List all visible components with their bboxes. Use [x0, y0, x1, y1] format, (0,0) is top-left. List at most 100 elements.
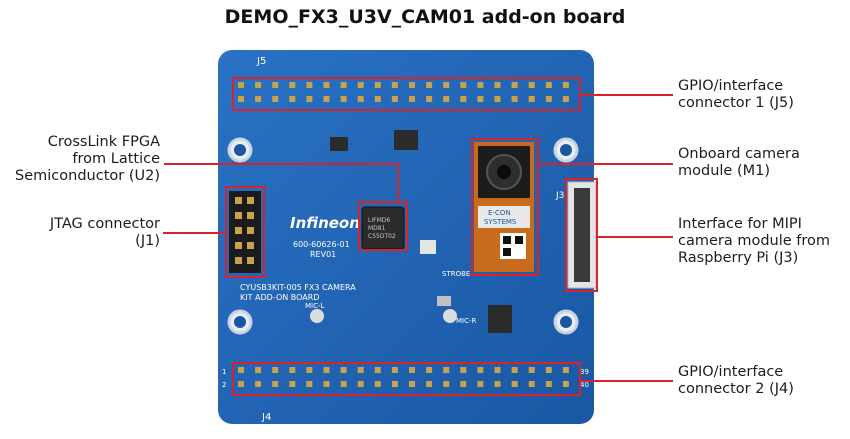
- header-pin: [409, 367, 415, 373]
- header-pin: [545, 367, 552, 373]
- header-pin: [391, 381, 398, 387]
- header-pin: [443, 367, 450, 373]
- callout-mipi-line-2: camera module from: [678, 233, 831, 249]
- callout-j4-line-1: GPIO/interface: [678, 364, 784, 380]
- header-pin: [357, 96, 364, 102]
- mic-l-label: MIC-L: [305, 302, 325, 310]
- j4-header-pins: [238, 367, 569, 387]
- callout-mipi-line-1: Interface for MIPI: [678, 216, 802, 232]
- header-pin: [511, 82, 518, 88]
- header-pin: [306, 96, 313, 102]
- fpga-leader-h: [164, 163, 398, 165]
- pin-1-label: 1: [222, 368, 226, 376]
- pin-40-label: 40: [580, 381, 589, 389]
- mic-r-label: MIC-R: [456, 317, 477, 325]
- camera-label: [478, 206, 530, 228]
- header-pin: [426, 381, 433, 387]
- strobe-label: STROBE: [442, 270, 470, 278]
- pin-39-label: 39: [580, 368, 589, 376]
- callout-fpga-line-3: Semiconductor (U2): [15, 168, 160, 184]
- header-pin: [511, 96, 518, 102]
- callout-jtag-line-1: JTAG connector: [49, 216, 160, 232]
- header-pin: [323, 367, 330, 373]
- header-pin: [477, 367, 484, 373]
- header-pin: [391, 96, 398, 102]
- header-pin: [494, 381, 501, 387]
- header-pin: [323, 381, 330, 387]
- header-pin: [409, 82, 415, 88]
- j4-highlight: [232, 362, 581, 396]
- header-pin: [306, 82, 313, 88]
- header-pin: [528, 82, 535, 88]
- callout-jtag-line-2: (J1): [135, 233, 160, 249]
- header-pin: [306, 367, 313, 373]
- header-pin: [443, 96, 450, 102]
- jtag-highlight: [225, 186, 265, 278]
- header-pin: [374, 96, 381, 102]
- header-pin: [391, 367, 398, 373]
- header-pin: [374, 82, 381, 88]
- header-pin: [255, 96, 262, 102]
- callout-jtag: JTAG connector (J1): [50, 216, 160, 250]
- header-pin: [272, 381, 279, 387]
- jtag-pin: [235, 227, 242, 234]
- silkscreen-line-2: KIT ADD-ON BOARD: [240, 293, 319, 302]
- mic-r: [443, 309, 457, 323]
- silkscreen-line-1: CYUSB3KIT-005 FX3 CAMERA: [240, 283, 356, 292]
- camera-label-text-1: E-CON: [488, 209, 511, 217]
- header-pin: [545, 381, 552, 387]
- header-pin: [289, 367, 296, 373]
- jtag-leader: [163, 232, 225, 234]
- header-pin: [255, 82, 262, 88]
- callout-j5-line-2: connector 1 (J5): [678, 95, 794, 111]
- callout-fpga-line-1: CrossLink FPGA: [47, 134, 160, 150]
- header-pin: [426, 367, 433, 373]
- jtag-pin: [247, 242, 254, 249]
- header-pin: [460, 82, 467, 88]
- page-title: DEMO_FX3_U3V_CAM01 add-on board: [224, 6, 626, 28]
- header-pin: [357, 381, 364, 387]
- jtag-pin: [235, 242, 242, 249]
- callout-j5: GPIO/interface connector 1 (J5): [678, 78, 794, 112]
- header-pin: [323, 96, 330, 102]
- header-pin: [357, 367, 364, 373]
- mipi-highlight: [565, 178, 598, 292]
- mipi-leader: [598, 236, 673, 238]
- j4-label: J4: [261, 412, 271, 423]
- j5-leader: [581, 94, 673, 96]
- header-pin: [494, 82, 501, 88]
- header-pin: [409, 381, 415, 387]
- header-pin: [340, 381, 347, 387]
- jtag-pin: [247, 227, 254, 234]
- header-pin: [494, 367, 501, 373]
- callout-j4-line-2: connector 2 (J4): [678, 381, 794, 397]
- j3-label: J3: [555, 191, 564, 201]
- jtag-pin: [235, 257, 242, 264]
- j5-label: J5: [256, 56, 266, 67]
- callout-camera-line-1: Onboard camera: [678, 146, 800, 162]
- callout-mipi: Interface for MIPI camera module from Ra…: [678, 216, 830, 267]
- j5-header-pins: [238, 82, 569, 102]
- jtag-pin: [235, 212, 242, 219]
- header-pin: [238, 82, 244, 88]
- callout-mipi-line-3: Raspberry Pi (J3): [678, 250, 799, 266]
- jtag-pin: [247, 257, 254, 264]
- header-pin: [255, 381, 262, 387]
- header-pin: [272, 96, 279, 102]
- header-pin: [340, 96, 347, 102]
- header-pin: [289, 96, 296, 102]
- header-pin: [545, 96, 552, 102]
- callout-fpga: CrossLink FPGA from Lattice Semiconducto…: [15, 134, 160, 185]
- camera-label-text-2: SYSTEMS: [484, 218, 517, 226]
- part-number: 600-60626-01: [293, 240, 350, 249]
- header-pin: [272, 82, 279, 88]
- header-pin: [460, 367, 467, 373]
- header-pin: [289, 381, 296, 387]
- header-pin: [443, 82, 450, 88]
- header-pin: [460, 96, 467, 102]
- header-pin: [340, 82, 347, 88]
- callout-camera: Onboard camera module (M1): [678, 146, 800, 180]
- fpga-chip-text-2: MD81: [368, 225, 386, 232]
- header-pin: [340, 367, 347, 373]
- callout-j5-line-1: GPIO/interface: [678, 78, 784, 94]
